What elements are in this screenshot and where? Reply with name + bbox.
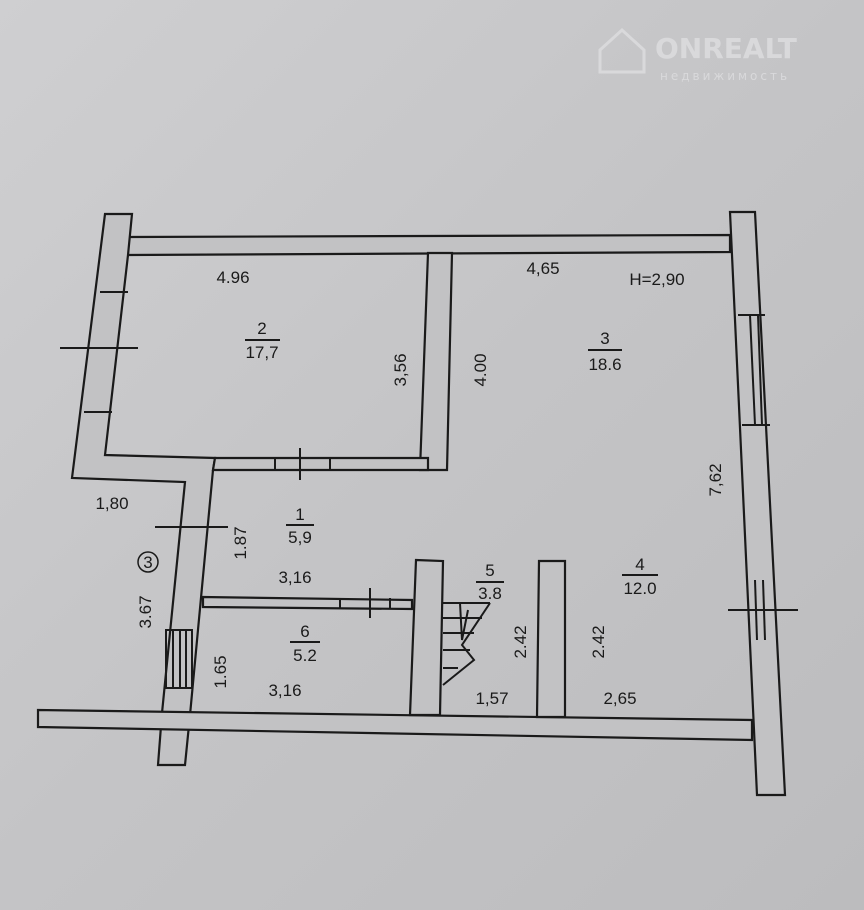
room-5-number: 5 bbox=[485, 561, 494, 580]
svg-text:2.42: 2.42 bbox=[589, 625, 608, 658]
svg-text:ONREALT: ONREALT bbox=[655, 32, 797, 65]
svg-text:3,56: 3,56 bbox=[391, 353, 410, 386]
room-6-area: 5.2 bbox=[293, 646, 317, 665]
right-wall bbox=[728, 210, 787, 797]
room2-right-wall bbox=[418, 251, 454, 472]
room-4-number: 4 bbox=[635, 555, 644, 574]
svg-text:3,16: 3,16 bbox=[278, 568, 311, 587]
room-1-number: 1 bbox=[295, 505, 304, 524]
room-1-area: 5,9 bbox=[288, 528, 312, 547]
room-4-area: 12.0 bbox=[623, 579, 656, 598]
svg-text:4.00: 4.00 bbox=[471, 353, 490, 386]
stairs bbox=[442, 602, 491, 686]
axis-marker: 3 bbox=[137, 551, 159, 573]
openings bbox=[60, 291, 798, 689]
svg-text:7,62: 7,62 bbox=[706, 463, 725, 496]
svg-text:1,80: 1,80 bbox=[95, 494, 128, 513]
svg-text:2.42: 2.42 bbox=[511, 625, 530, 658]
svg-text:1,57: 1,57 bbox=[475, 689, 508, 708]
room-labels: 2 17,7 3 18.6 1 5,9 5 3.8 4 12.0 6 5.2 H… bbox=[245, 270, 685, 665]
svg-text:3,16: 3,16 bbox=[268, 681, 301, 700]
bottom-wall bbox=[36, 708, 754, 742]
room-6-number: 6 bbox=[300, 622, 309, 641]
room-2-area: 17,7 bbox=[245, 343, 278, 362]
room-2-number: 2 bbox=[257, 319, 266, 338]
watermark: ONREALT недвижимость bbox=[598, 27, 797, 83]
pillar-left bbox=[408, 558, 445, 717]
room-3-number: 3 bbox=[600, 329, 609, 348]
partition-1-6 bbox=[201, 595, 414, 611]
room-5-area: 3.8 bbox=[478, 584, 502, 603]
svg-text:3: 3 bbox=[143, 553, 152, 572]
pillar-right bbox=[535, 559, 567, 719]
height-note: H=2,90 bbox=[629, 270, 684, 289]
svg-text:2,65: 2,65 bbox=[603, 689, 636, 708]
svg-text:3.67: 3.67 bbox=[136, 595, 155, 628]
svg-text:недвижимость: недвижимость bbox=[660, 69, 790, 83]
svg-text:1.87: 1.87 bbox=[231, 526, 250, 559]
svg-text:4,65: 4,65 bbox=[526, 259, 559, 278]
svg-text:1.65: 1.65 bbox=[211, 655, 230, 688]
walls bbox=[36, 210, 787, 797]
dimension-labels: 4.96 4,65 1,80 3,16 3,16 1,57 2,65 3,56 … bbox=[95, 259, 725, 708]
room2-bottom-wall bbox=[211, 456, 430, 472]
left-wall bbox=[70, 212, 217, 767]
svg-text:4.96: 4.96 bbox=[216, 268, 249, 287]
room-3-area: 18.6 bbox=[588, 355, 621, 374]
